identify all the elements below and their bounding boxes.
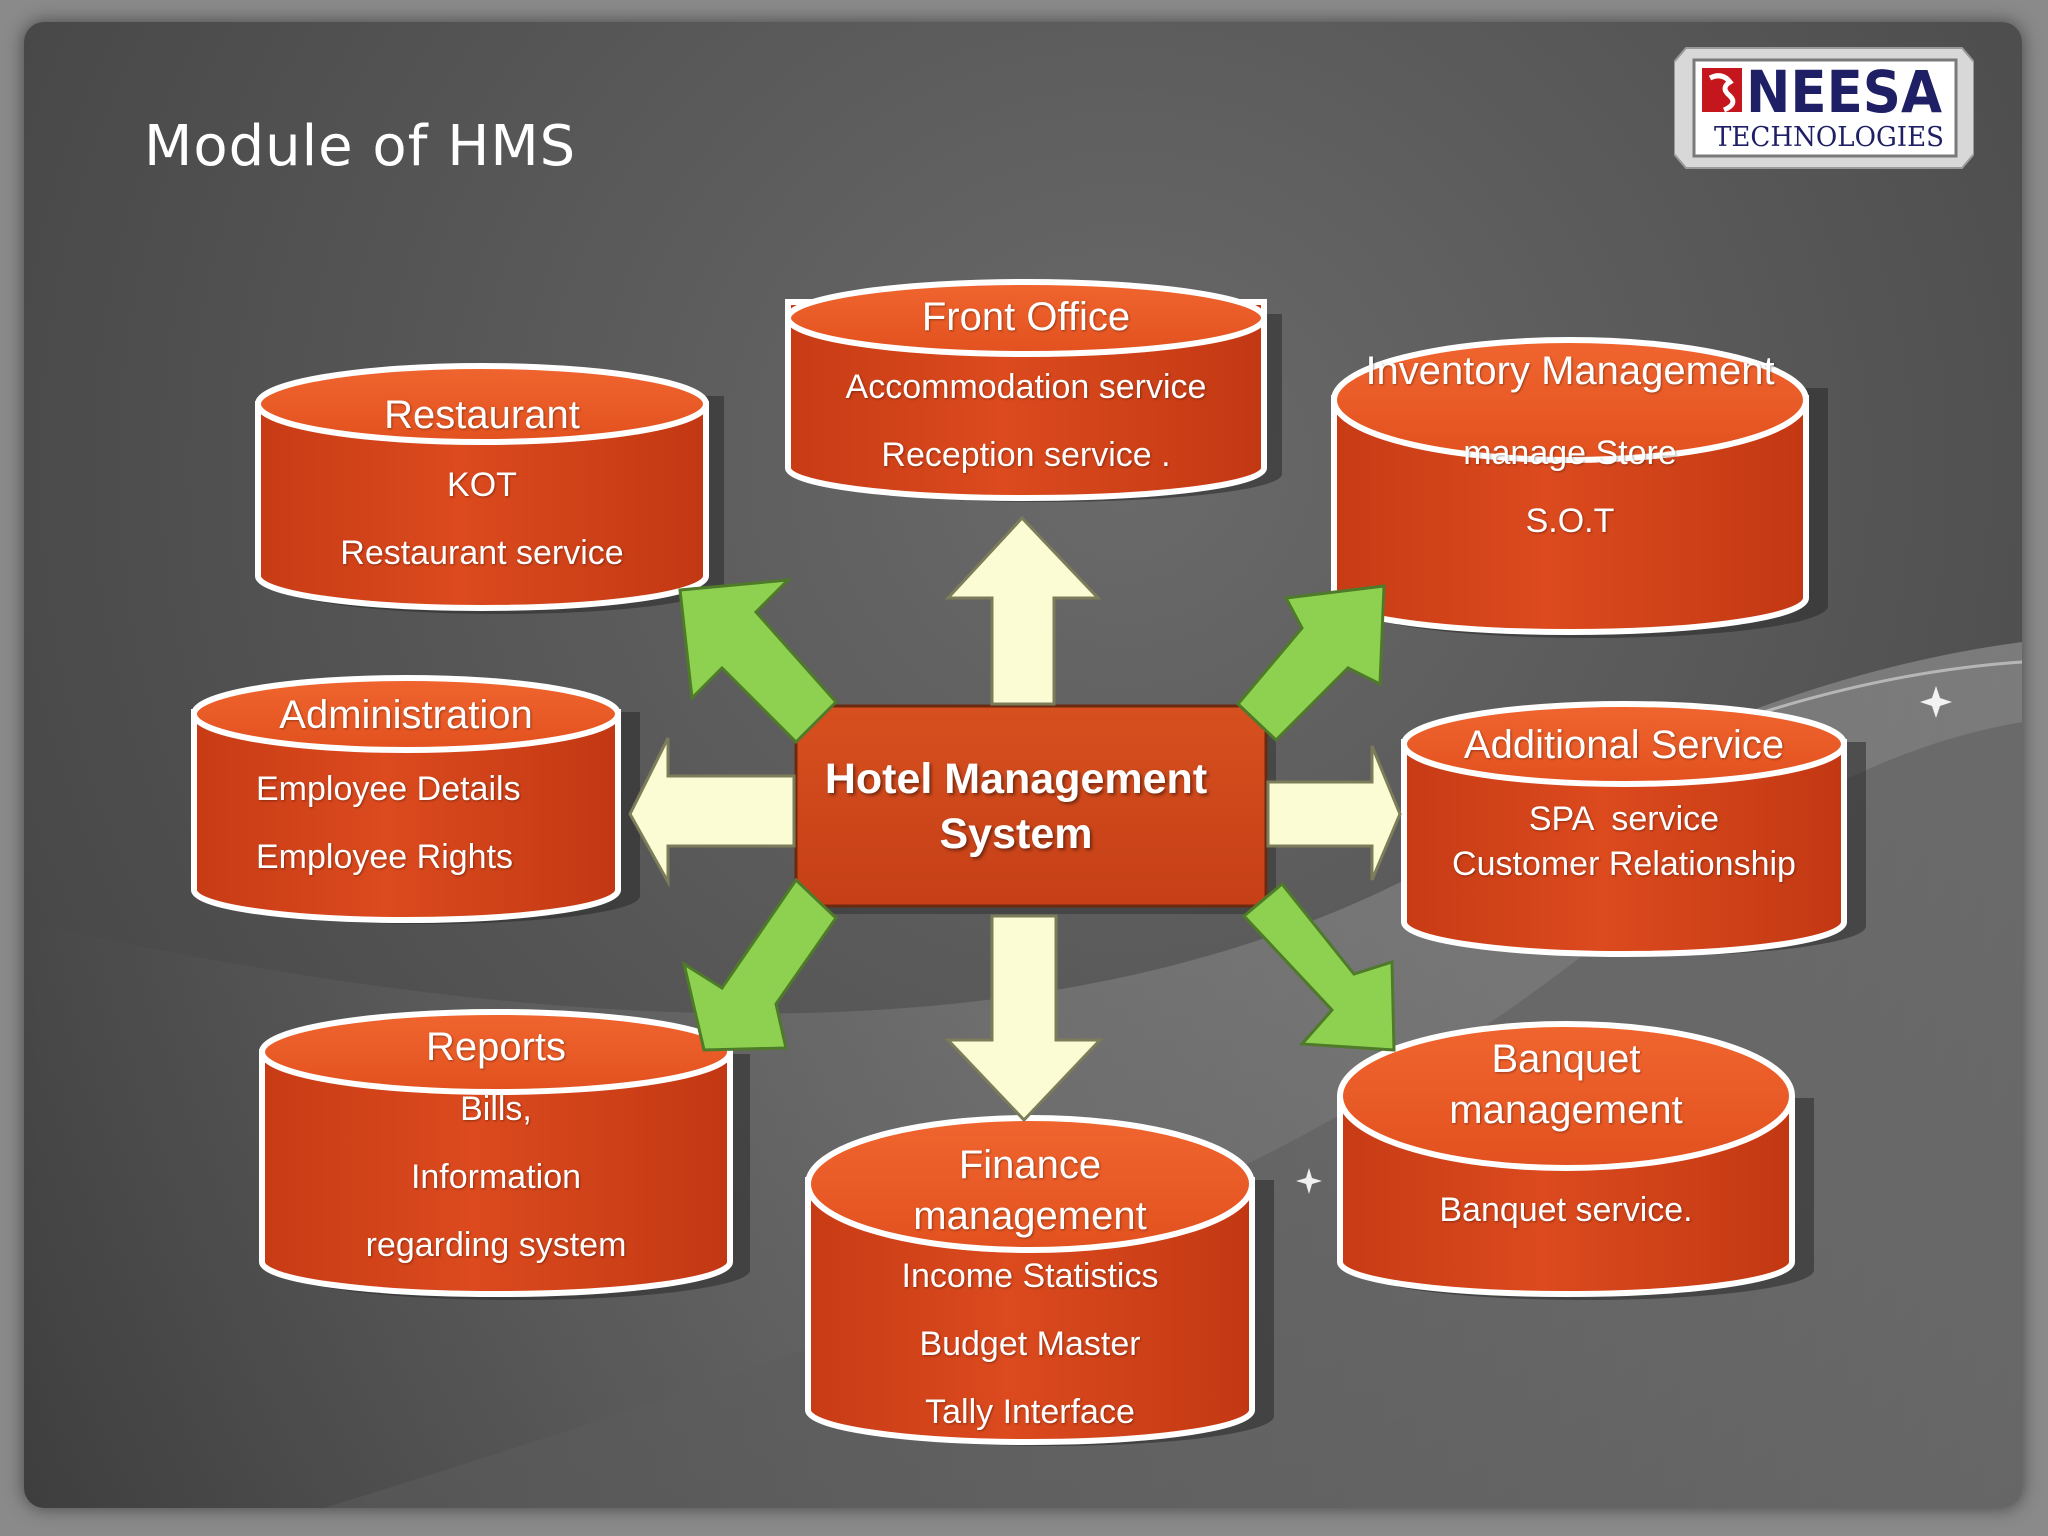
banquet-item-1: Banquet service.	[1439, 1191, 1693, 1229]
module-reports	[259, 1009, 750, 1300]
finance-module: Finance management Income Statistics Bud…	[808, 1140, 1252, 1446]
inventory-item-2: S.O.T	[1525, 502, 1615, 540]
front-office-title: Front Office	[921, 295, 1131, 339]
module-administration	[191, 675, 640, 924]
svg-text:NEESA: NEESA	[1746, 58, 1942, 126]
arrow-left-administration	[628, 737, 796, 888]
arrow-up-front-office	[944, 515, 1102, 706]
svg-text:TECHNOLOGIES: TECHNOLOGIES	[1714, 122, 1944, 153]
restaurant-module: Restaurant KOT Restaurant service	[258, 390, 706, 587]
slide-title: Module of HMS	[144, 114, 577, 179]
arrow-reports	[681, 877, 838, 1052]
administration-item-1: Employee Details	[256, 770, 521, 808]
reports-module: Reports Bills, Information regarding sys…	[262, 1022, 730, 1279]
additional-service-title: Additional Service	[1463, 723, 1785, 767]
hub-box	[794, 704, 1276, 914]
module-finance	[805, 1115, 1274, 1446]
front-office-item-1: Accommodation service	[845, 368, 1207, 406]
reports-item-1: Bills,	[460, 1090, 532, 1128]
front-office-module: Front Office Accommodation service Recep…	[788, 292, 1264, 489]
arrow-banquet	[1241, 881, 1396, 1052]
reports-item-3: regarding system	[365, 1226, 627, 1264]
restaurant-title: Restaurant	[384, 393, 580, 437]
arrow-down-finance	[944, 914, 1104, 1123]
finance-item-3: Tally Interface	[925, 1393, 1135, 1431]
module-additional-service	[1401, 701, 1866, 957]
inventory-title: Inventory Management	[1365, 349, 1775, 393]
inventory-module: Inventory Management manage Store S.O.T	[1334, 346, 1806, 555]
arrow-inventory	[1235, 584, 1386, 743]
restaurant-item-1: KOT	[447, 466, 517, 504]
finance-title: Finance management	[913, 1143, 1147, 1238]
module-inventory	[1331, 337, 1828, 638]
neesa-logo: NEESA TECHNOLOGIES	[1674, 47, 1974, 169]
module-banquet	[1337, 1021, 1814, 1300]
administration-module: Administration Employee Details Employee…	[194, 690, 618, 891]
finance-item-2: Budget Master	[919, 1325, 1141, 1363]
additional-service-item-1: SPA service	[1528, 800, 1720, 838]
banquet-module: Banquet management Banquet service.	[1340, 1034, 1792, 1244]
module-front-office	[785, 279, 1282, 502]
inventory-item-1: manage Store	[1463, 434, 1677, 472]
front-office-item-2: Reception service .	[881, 436, 1171, 474]
reports-item-2: Information	[410, 1158, 582, 1196]
administration-title: Administration	[279, 693, 533, 737]
additional-service-module: Additional Service SPA service Customer …	[1404, 720, 1844, 887]
hub-label: Hotel Management System	[824, 755, 1208, 858]
restaurant-item-2: Restaurant service	[340, 534, 624, 572]
arrow-restaurant	[678, 578, 839, 745]
arrow-right-additional-service	[1266, 745, 1402, 881]
administration-item-2: Employee Rights	[256, 838, 514, 876]
banquet-title: Banquet management	[1449, 1037, 1683, 1132]
additional-service-item-2: Customer Relationship	[1452, 845, 1796, 883]
reports-title: Reports	[425, 1025, 567, 1069]
module-restaurant	[255, 363, 724, 614]
finance-item-1: Income Statistics	[901, 1257, 1159, 1295]
